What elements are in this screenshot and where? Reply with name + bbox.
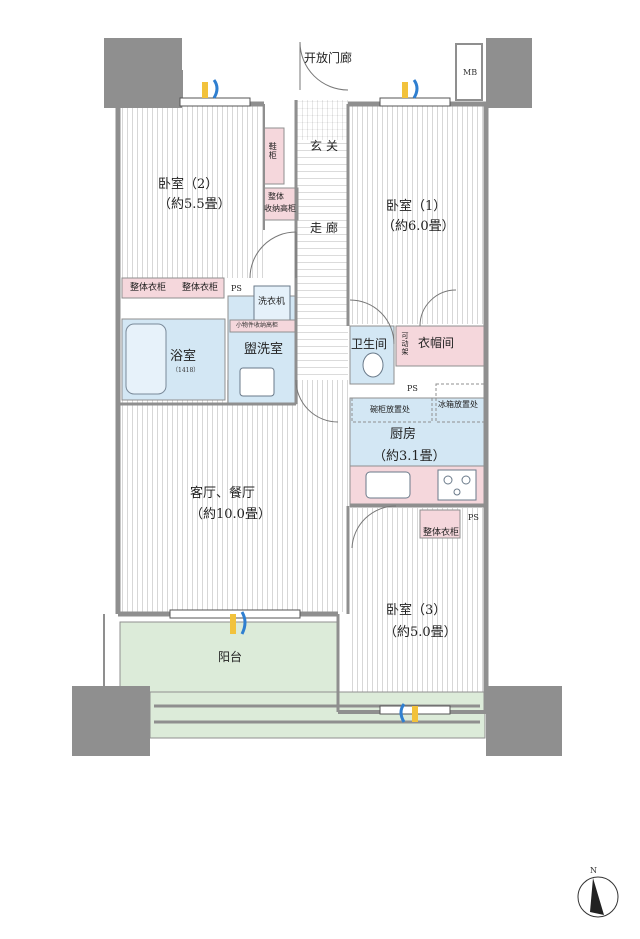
balcony-area — [119, 621, 339, 693]
pillar — [72, 686, 150, 756]
tall-storage-box — [263, 187, 299, 221]
doors — [249, 41, 457, 549]
window — [379, 97, 451, 107]
mb-box — [455, 43, 483, 101]
small-storage-label: 小物件收纳高柜 — [236, 322, 279, 329]
wardrobe-label-b: 整体衣柜 — [182, 283, 219, 293]
bedroom2-floor — [120, 106, 264, 278]
bath-size-label: （1418） — [172, 367, 200, 374]
cloakroom-label: 衣帽间 — [418, 336, 455, 350]
balcony-rail-area — [149, 691, 486, 739]
hallway-label: 走廊 — [310, 221, 343, 235]
balcony-label: 阳台 — [218, 650, 243, 664]
bedroom1-name: 卧室（1） — [386, 199, 447, 214]
fridge-space-label: 冰箱放置处 — [438, 400, 478, 409]
living-floor — [120, 380, 350, 612]
toilet-bowl — [362, 352, 384, 378]
sink — [239, 367, 275, 397]
wardrobe-bedroom2 — [121, 277, 225, 299]
kitchen-sink — [365, 471, 411, 499]
north-arrow-icon — [590, 878, 604, 915]
bedroom3-floor — [350, 508, 485, 706]
hallway-floor — [296, 100, 348, 380]
window — [179, 97, 251, 107]
pillar — [486, 686, 562, 756]
ps-label-a: PS — [231, 284, 242, 293]
wardrobe-label-a: 整体衣柜 — [130, 283, 167, 293]
pillar — [486, 38, 532, 108]
dish-space-label: 碗柜放置处 — [370, 405, 410, 414]
living-size: （約10.0畳） — [190, 507, 271, 522]
movable-shelf-label: 可动架 — [401, 332, 410, 356]
ps-label-c: PS — [468, 513, 479, 522]
kitchen-name: 厨房 — [390, 427, 417, 442]
bedroom1-floor — [350, 106, 485, 324]
bedroom3-size: （約5.0畳） — [384, 625, 457, 640]
bathtub — [125, 323, 167, 395]
bedroom1-size: （約6.0畳） — [382, 219, 455, 234]
mb-label: MB — [463, 68, 478, 77]
shoe-cabinet-label: 鞋柜 — [268, 142, 278, 160]
burner — [443, 475, 453, 485]
stove — [437, 469, 477, 501]
cloakroom-box — [395, 325, 486, 367]
wardrobe-bedroom3 — [419, 509, 461, 539]
bedroom3-name: 卧室（3） — [386, 603, 447, 618]
entrance-label: 玄关 — [310, 139, 343, 153]
closet-floor — [296, 100, 348, 140]
burner — [453, 488, 461, 496]
wardrobe-label-c: 整体衣柜 — [423, 528, 460, 538]
toilet-label: 卫生间 — [351, 337, 388, 351]
north-label: N — [590, 866, 597, 875]
bedroom2-name: 卧室（2） — [158, 177, 219, 192]
washer-box — [253, 285, 291, 321]
pillar — [104, 38, 182, 108]
washroom-label: 盥洗室 — [244, 342, 284, 357]
bathroom-label: 浴室 — [170, 349, 197, 364]
corridor-label: 开放门廊 — [304, 51, 353, 65]
ps-label-b: PS — [407, 384, 418, 393]
tall-storage-label-2: 收纳高柜 — [264, 204, 296, 213]
living-name: 客厅、餐厅 — [190, 486, 256, 501]
washer-label: 洗衣机 — [258, 297, 286, 307]
tall-storage-label-1: 整体 — [268, 192, 284, 201]
kitchen-size: （約3.1畳） — [373, 449, 446, 464]
dish-cabinet-box — [351, 397, 433, 423]
burner — [461, 475, 471, 485]
bedroom2-size: （約5.5畳） — [158, 197, 231, 212]
ventilation-marks — [202, 79, 419, 723]
